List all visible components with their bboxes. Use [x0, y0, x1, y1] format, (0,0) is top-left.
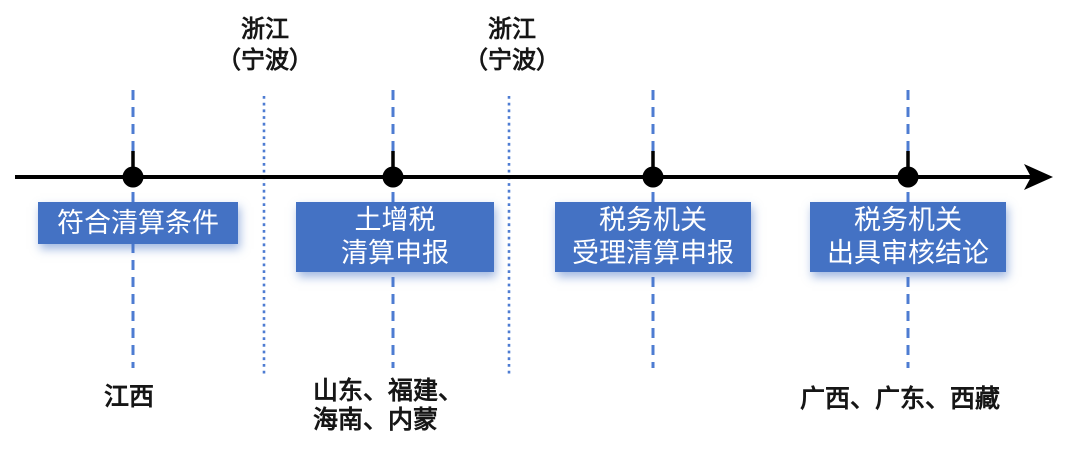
region-note-shandong-fujian-hainan-neimeng: 山东、福建、 海南、内蒙: [313, 377, 463, 435]
region-note-line: 广西、广东、西藏: [799, 386, 1000, 413]
region-note-jiangxi: 江西: [64, 383, 194, 412]
milestone-box-label: 税务机关: [854, 205, 962, 235]
annotation-zhejiang-ningbo-2: 浙江 （宁波）: [442, 15, 582, 77]
milestone-box-label: 清算申报: [341, 238, 449, 268]
region-note-line: 江西: [103, 384, 154, 411]
milestone-box-label: 土增税: [354, 205, 436, 235]
annotation-line: （宁波）: [464, 48, 560, 74]
arrowhead-icon: [1024, 164, 1053, 190]
region-note-line: 海南、内蒙: [313, 407, 439, 434]
annotation-line: 浙江: [241, 17, 289, 43]
milestone-box-tax-authority-accepts-filing: 税务机关 受理清算申报: [555, 202, 751, 272]
milestone-dot-3: [642, 166, 664, 188]
milestone-box-label: 税务机关: [599, 205, 707, 235]
milestone-box-label: 受理清算申报: [572, 238, 734, 268]
milestone-dot-1: [122, 166, 144, 188]
region-note-guangxi-guangdong-xizang: 广西、广东、西藏: [790, 385, 1010, 414]
annotation-line: （宁波）: [217, 48, 313, 74]
milestone-box-label: 出具审核结论: [827, 238, 989, 268]
milestone-dot-2: [382, 166, 404, 188]
milestone-box-land-vat-liquidation-filing: 土增税 清算申报: [296, 202, 494, 272]
milestone-box-tax-authority-issues-conclusion: 税务机关 出具审核结论: [810, 202, 1006, 272]
region-note-line: 山东、福建、: [313, 378, 464, 405]
annotation-line: 浙江: [488, 17, 536, 43]
annotation-zhejiang-ningbo-1: 浙江 （宁波）: [195, 15, 335, 77]
milestone-dot-4: [897, 166, 919, 188]
milestone-box-label: 符合清算条件: [57, 207, 219, 238]
milestone-box-meets-liquidation-conditions: 符合清算条件: [38, 202, 238, 244]
